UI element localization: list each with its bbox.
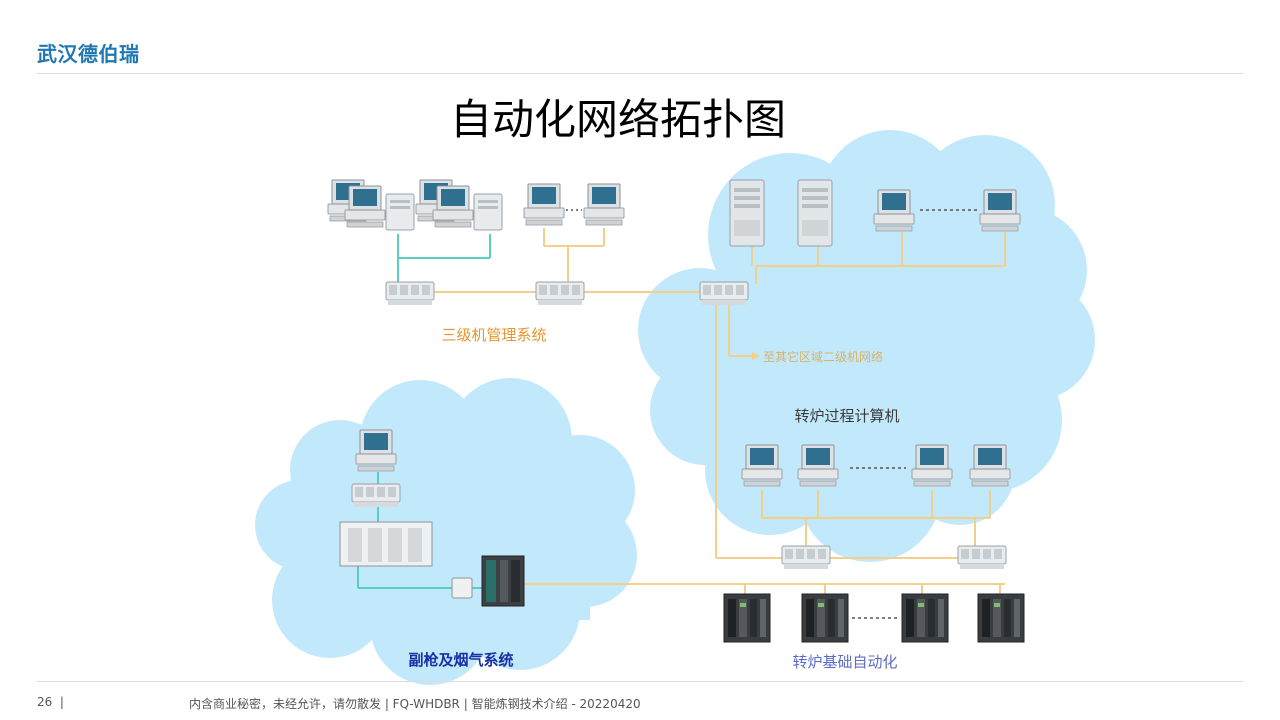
page-number: 26 | bbox=[37, 695, 64, 709]
cloud-upper-right bbox=[638, 130, 1095, 562]
basic-switch-a bbox=[781, 545, 831, 570]
brand-logo: 武汉德伯瑞 bbox=[37, 42, 140, 66]
page-title: 自动化网络拓扑图 bbox=[449, 95, 786, 144]
network-links bbox=[410, 228, 1006, 600]
label-basic-automation: 转炉基础自动化 bbox=[792, 653, 897, 671]
arrow-right-icon bbox=[752, 352, 760, 360]
level3-terminals bbox=[523, 183, 625, 226]
label-level3-system: 三级机管理系统 bbox=[441, 326, 546, 344]
level3-workstations bbox=[327, 179, 503, 231]
cloud-lower-left bbox=[255, 378, 637, 685]
footer-notice: 内含商业秘密，未经允许，请勿散发 | FQ-WHDBR | 智能炼钢技术介绍 -… bbox=[189, 697, 641, 711]
page-separator: | bbox=[59, 695, 64, 709]
server-a bbox=[729, 179, 765, 247]
basic-automation-plcs bbox=[723, 593, 1025, 643]
teal-links bbox=[357, 234, 491, 589]
label-process-computer: 转炉过程计算机 bbox=[794, 407, 899, 425]
server-b bbox=[797, 179, 833, 247]
header-divider bbox=[37, 73, 1243, 74]
label-sublance-system: 副枪及烟气系统 bbox=[408, 651, 513, 669]
core-switch bbox=[699, 281, 749, 306]
page-number-value: 26 bbox=[37, 695, 53, 709]
level3-switch-b bbox=[535, 281, 585, 306]
level3-switch-a bbox=[385, 281, 435, 306]
basic-switch-b bbox=[957, 545, 1007, 570]
footer-divider bbox=[37, 681, 1243, 682]
label-other-area: 至其它区域二级机网络 bbox=[763, 349, 883, 364]
sublance-system bbox=[339, 429, 525, 607]
